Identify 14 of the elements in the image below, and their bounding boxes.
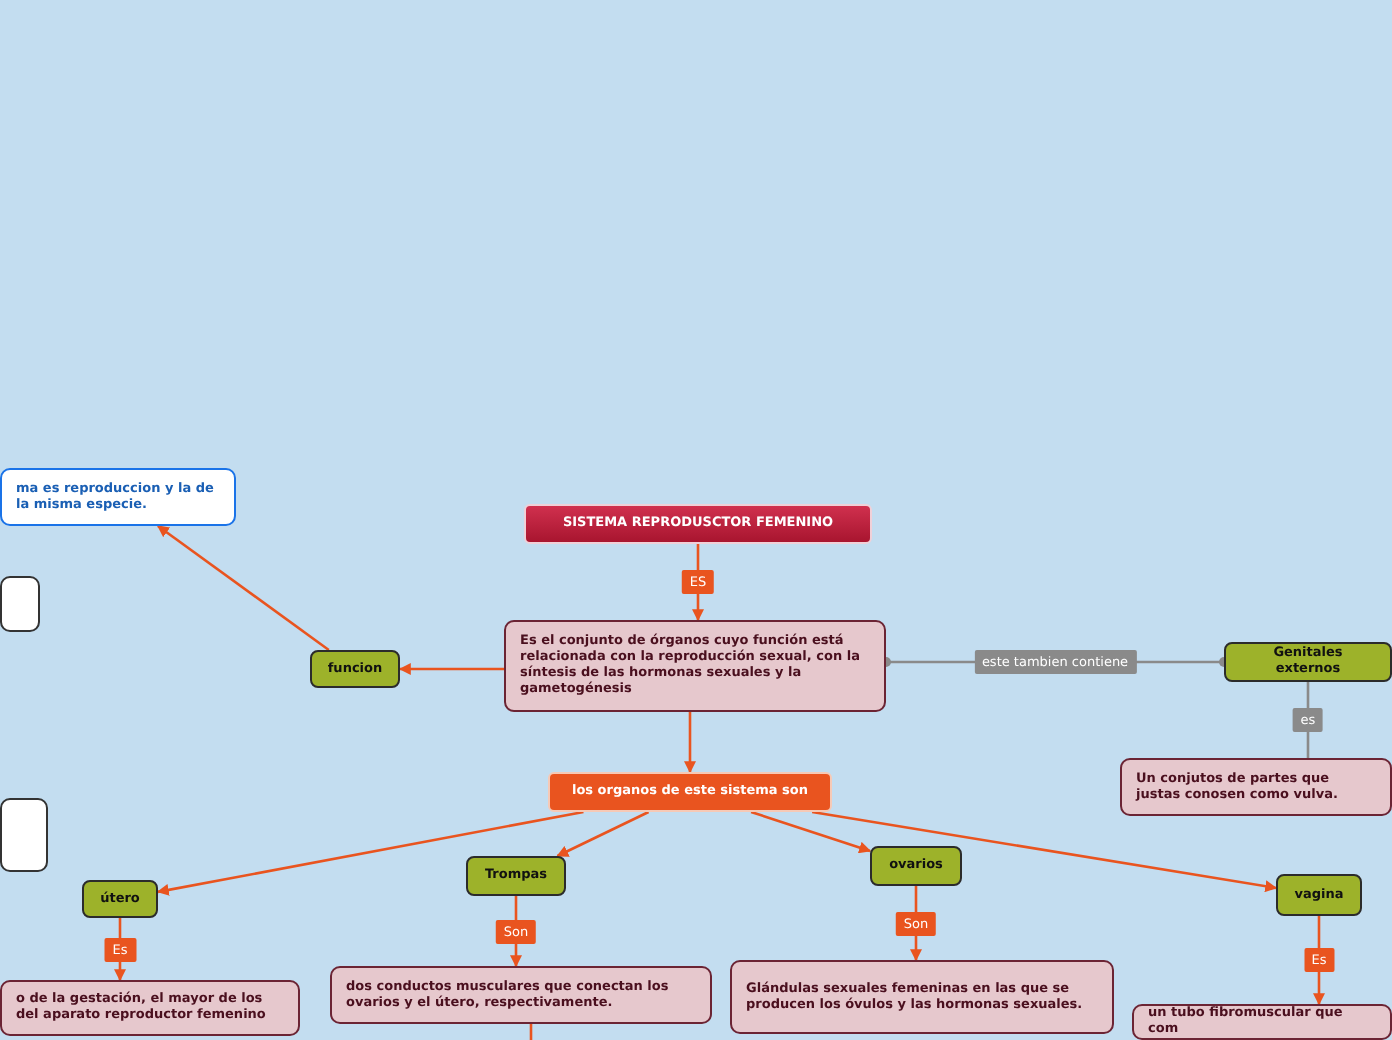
connector-arrow [811,810,1278,893]
connector-arrow [692,544,704,622]
connector-arrow [510,896,522,968]
empty-box [0,798,48,872]
empty-box [0,576,40,632]
connector-arrow [684,712,696,774]
connector-arrow [910,886,922,962]
connector-arrow [1313,916,1325,1006]
connector-arrow [157,524,330,652]
connector-arrow [398,663,504,675]
connector-arrow [556,810,650,858]
connector-arrow [156,810,584,896]
connector-arrow [750,810,872,854]
connector-arrow [114,918,126,982]
